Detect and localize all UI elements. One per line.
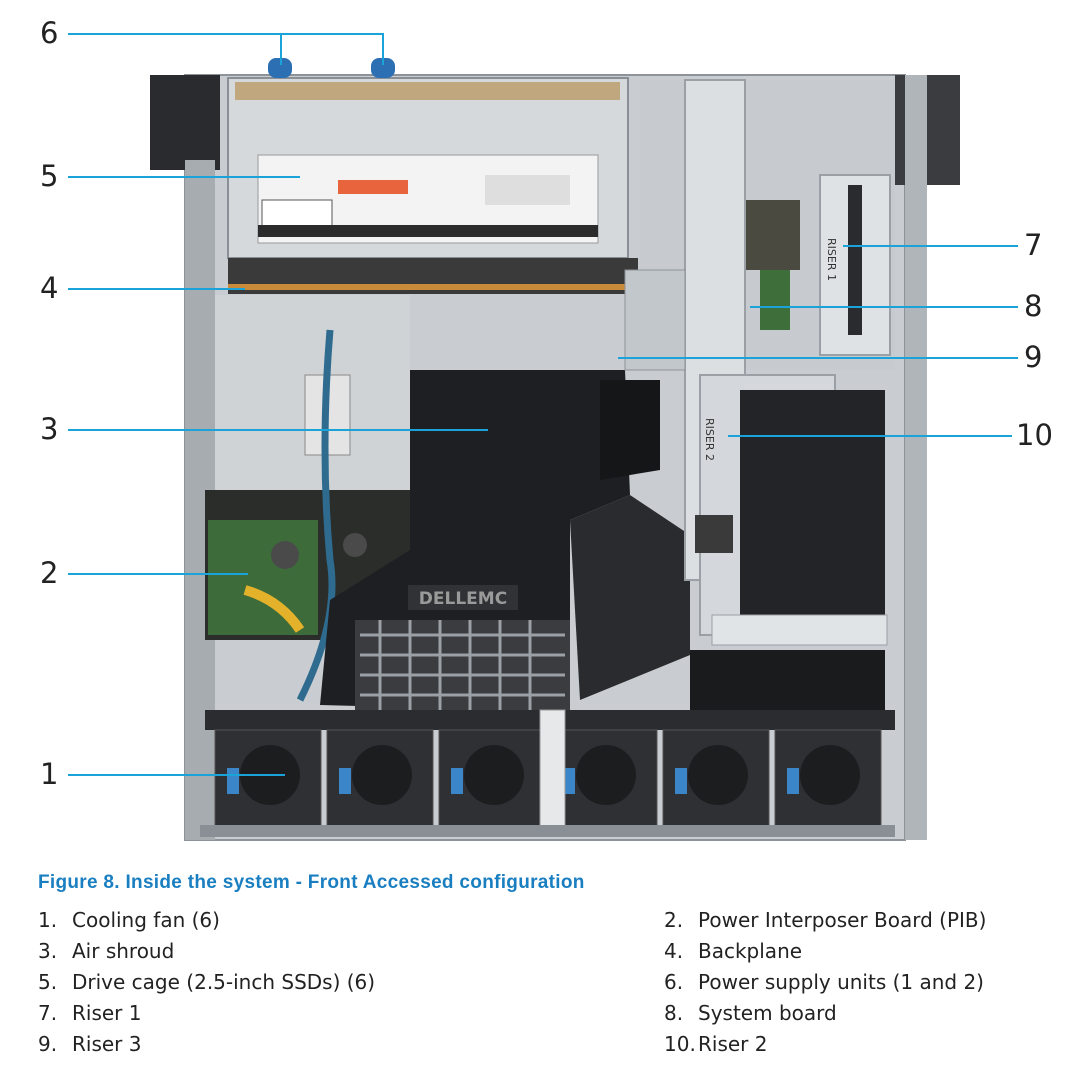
legend-item-number: 8. <box>664 1001 684 1025</box>
callout-10: 10 <box>1016 418 1053 452</box>
left-ear <box>150 75 220 170</box>
riser3 <box>624 269 686 371</box>
legend-item-label: Drive cage (2.5-inch SSDs) (6) <box>72 970 376 994</box>
psu-handle-2 <box>371 58 395 78</box>
front-bezel <box>200 825 895 837</box>
leader-lines <box>68 33 1018 776</box>
sas-cable <box>296 329 336 702</box>
pib-board <box>208 520 318 635</box>
legend-item: 9. Riser 3 <box>38 1029 375 1060</box>
legend-item-label: Power Interposer Board (PIB) <box>698 908 987 932</box>
pib-capacitor-1 <box>271 541 299 569</box>
board-section <box>760 270 790 330</box>
right-rail <box>905 75 927 840</box>
cooling-fan-tab <box>563 768 575 794</box>
legend-item: 2. Power Interposer Board (PIB) <box>664 905 986 936</box>
service-label-bar <box>258 225 598 237</box>
callout-4: 4 <box>40 271 59 305</box>
cooling-fan-tab <box>227 768 239 794</box>
legend-item-number: 6. <box>664 970 684 994</box>
callout-6: 6 <box>40 16 59 50</box>
cooling-fan-tab <box>675 768 687 794</box>
backplane-edge <box>228 284 638 290</box>
legend-item-label: Air shroud <box>72 939 175 963</box>
riser2-label: RISER 2 <box>703 418 716 461</box>
right-ear <box>895 75 960 185</box>
legend-item: 8. System board <box>664 998 986 1029</box>
legend-item-label: Riser 3 <box>72 1032 142 1056</box>
legend-item-number: 2. <box>664 908 684 932</box>
legend-left-column: 1. Cooling fan (6) 3. Air shroud 5. Drive c… <box>38 905 375 1060</box>
legend-item-label: System board <box>698 1001 837 1025</box>
server-interior-figure: DELLEMC RISER 1 RISER 2 <box>40 16 1053 841</box>
legend-item: 5. Drive cage (2.5-inch SSDs) (6) <box>38 967 375 998</box>
legend-item-label: Power supply units (1 and 2) <box>698 970 984 994</box>
service-label-barcode <box>485 175 570 205</box>
fan-center-divider <box>539 709 566 831</box>
cooling-fan-rotor <box>576 745 636 805</box>
legend-item: 4. Backplane <box>664 936 986 967</box>
legend-item-label: Riser 1 <box>72 1001 142 1025</box>
cooling-fan-rotor <box>464 745 524 805</box>
callout-7: 7 <box>1024 228 1043 262</box>
cooling-fan-tab <box>451 768 463 794</box>
callout-8: 8 <box>1024 289 1043 323</box>
callout-3: 3 <box>40 412 59 446</box>
pib-power-cable <box>243 585 305 633</box>
dellemc-logo: DELLEMC <box>419 589 507 609</box>
fan-grille-mesh <box>360 620 565 710</box>
cooling-fan-tab <box>339 768 351 794</box>
cooling-fan-rotor <box>688 745 748 805</box>
riser2-card-area <box>740 390 885 620</box>
legend-item: 6. Power supply units (1 and 2) <box>664 967 986 998</box>
pib-capacitor-2 <box>343 533 367 557</box>
air-shroud-top <box>600 380 660 480</box>
logo-plate <box>408 585 518 610</box>
fan-row <box>214 729 882 829</box>
legend-right-column: 2. Power Interposer Board (PIB) 4. Backpla… <box>664 905 986 1060</box>
callout-5: 5 <box>40 159 59 193</box>
psu-bay <box>690 650 885 710</box>
air-shroud-side <box>570 495 690 700</box>
psu-handle-1 <box>268 58 292 78</box>
cooling-fan-tab <box>787 768 799 794</box>
legend-item-number: 3. <box>38 939 58 963</box>
drive-cage-top-strip <box>235 82 620 100</box>
legend-item-label: Riser 2 <box>698 1032 768 1056</box>
legend-item-number: 1. <box>38 908 58 932</box>
legend-item: 3. Air shroud <box>38 936 375 967</box>
riser1-slot <box>848 185 862 335</box>
callout-1: 1 <box>40 757 59 791</box>
legend-item: 7. Riser 1 <box>38 998 375 1029</box>
legend-item-label: Cooling fan (6) <box>72 908 220 932</box>
legend-item-number: 7. <box>38 1001 58 1025</box>
heatsink <box>745 200 800 270</box>
legend-item-number: 4. <box>664 939 684 963</box>
cooling-fan-rotor <box>800 745 860 805</box>
legend-item: 1. Cooling fan (6) <box>38 905 375 936</box>
legend-item-number: 9. <box>38 1032 58 1056</box>
figure-caption: Figure 8. Inside the system - Front Acce… <box>38 872 585 893</box>
legend-item-number: 5. <box>38 970 58 994</box>
riser2-bottom-bracket <box>711 614 888 646</box>
cooling-fan-rotor <box>352 745 412 805</box>
legend-item-number: 10. <box>664 1032 696 1056</box>
server-interior-drawing: DELLEMC RISER 1 RISER 2 <box>68 33 1018 841</box>
legend-item-label: Backplane <box>698 939 803 963</box>
leader-line-6 <box>68 33 384 65</box>
callout-2: 2 <box>40 556 59 590</box>
service-label-highlight <box>338 180 408 194</box>
callout-9: 9 <box>1024 340 1043 374</box>
riser2-pad <box>695 515 733 553</box>
legend-item: 10.Riser 2 <box>664 1029 986 1060</box>
riser1-label: RISER 1 <box>825 238 838 281</box>
